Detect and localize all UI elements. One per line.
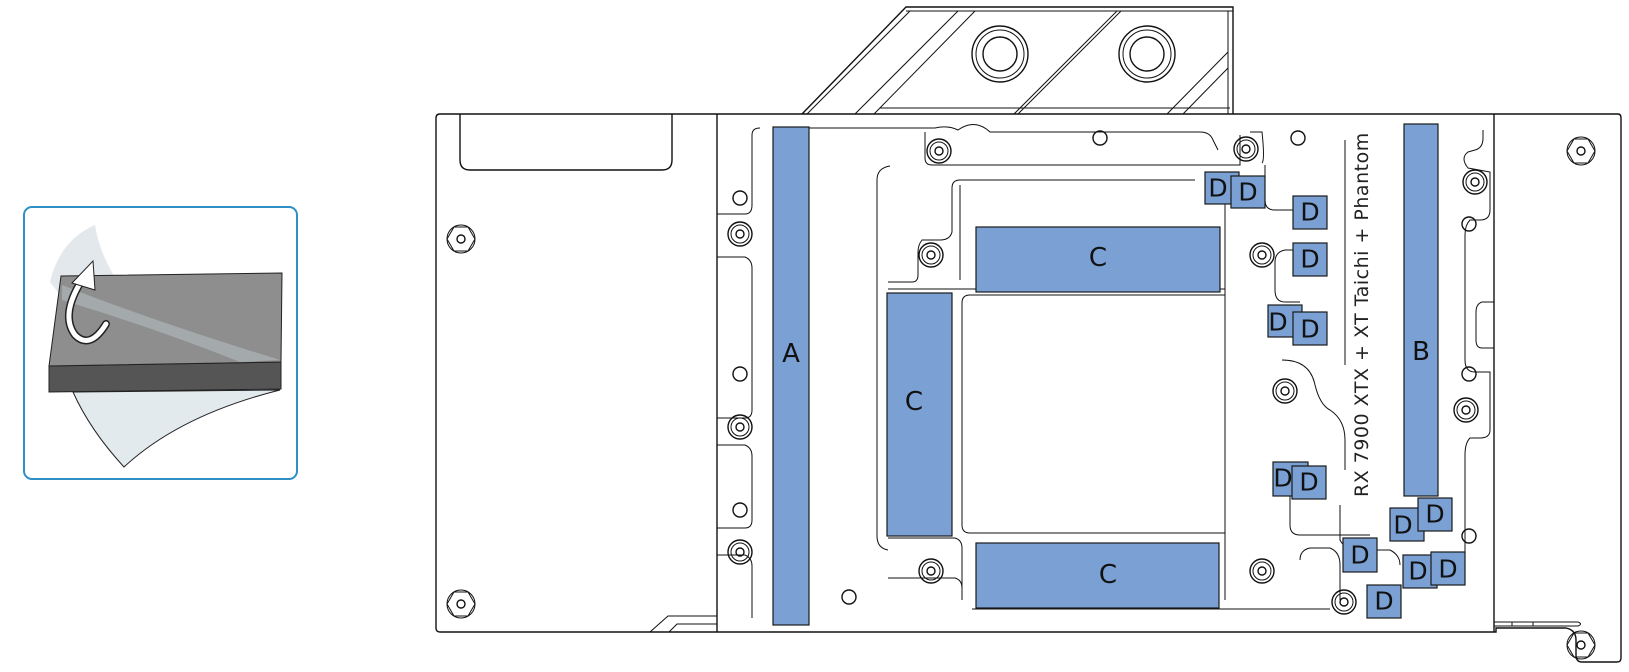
screw-icon xyxy=(918,242,944,268)
thermal-pad-d: D xyxy=(1292,242,1328,277)
screw-icon xyxy=(1453,397,1479,423)
thermal-pad-d: D xyxy=(1342,537,1378,573)
svg-text:D: D xyxy=(1300,198,1319,227)
hex-screw-icon xyxy=(446,589,476,619)
screw-icon xyxy=(1462,169,1488,195)
thermal-pad-d: D xyxy=(1417,497,1453,532)
film-bottom xyxy=(72,389,281,468)
svg-text:D: D xyxy=(1374,587,1393,616)
hole xyxy=(1461,216,1477,232)
thermal-pad-a: A xyxy=(772,126,810,626)
peel-arrow-icon xyxy=(64,259,110,345)
fitting-port-2 xyxy=(1118,25,1176,83)
pad-label-b: B xyxy=(1412,337,1430,367)
svg-text:D: D xyxy=(1273,464,1292,493)
svg-text:D: D xyxy=(1408,557,1427,586)
top-notch xyxy=(459,114,673,171)
thermal-pad-d: D xyxy=(1366,584,1402,619)
screw-icon xyxy=(727,221,753,247)
model-label: RX 7900 XTX + XT Taichi + Phantom xyxy=(1351,132,1373,497)
hex-screw-icon xyxy=(446,224,476,254)
screw-icon xyxy=(1233,136,1259,162)
hole xyxy=(732,190,748,206)
screw-icon xyxy=(1249,242,1275,268)
pad-label-a: A xyxy=(782,339,800,369)
screw-icon xyxy=(727,539,753,565)
thermal-pad-b: B xyxy=(1403,123,1439,497)
screw-icon xyxy=(918,558,944,584)
waterblock-outline xyxy=(435,6,1622,663)
pad-label-c: C xyxy=(1089,243,1107,273)
pad-label-c: C xyxy=(905,387,923,417)
film-top xyxy=(50,225,200,340)
thermal-pad-c-bottom: C xyxy=(975,542,1220,609)
screw-icon xyxy=(727,414,753,440)
fitting-port-1 xyxy=(971,25,1029,83)
svg-text:D: D xyxy=(1268,308,1287,337)
svg-text:D: D xyxy=(1208,174,1227,203)
svg-text:D: D xyxy=(1425,500,1444,529)
film-sheen xyxy=(62,285,280,362)
thermal-pads: A B C C C D D D D D D D D D D D xyxy=(772,123,1466,626)
svg-text:D: D xyxy=(1300,315,1319,344)
hex-screw-icon xyxy=(1566,136,1596,166)
hole xyxy=(841,589,857,605)
hex-screw-icon xyxy=(1566,630,1596,660)
svg-text:D: D xyxy=(1393,511,1412,540)
thermal-pad-d: D xyxy=(1292,195,1328,230)
pad-side xyxy=(48,361,282,393)
screw-icon xyxy=(1331,589,1357,615)
thermal-pad-d: D xyxy=(1230,175,1266,209)
pad-label-c: C xyxy=(1099,560,1117,590)
svg-text:D: D xyxy=(1438,555,1457,584)
hole xyxy=(732,366,748,382)
hole xyxy=(1461,528,1477,544)
hole xyxy=(1092,130,1108,146)
peel-film-inset xyxy=(23,206,298,480)
thermal-pad-c-top: C xyxy=(975,226,1221,293)
svg-text:D: D xyxy=(1238,178,1257,207)
hole xyxy=(1290,130,1306,146)
screw-holes xyxy=(446,130,1596,660)
hole xyxy=(732,502,748,518)
thermal-pad-c-left: C xyxy=(886,292,953,537)
svg-text:D: D xyxy=(1350,541,1369,570)
thermal-pad-d: D xyxy=(1291,465,1327,500)
thermal-pad-d: D xyxy=(1430,551,1466,586)
backplate-outline xyxy=(435,113,1622,663)
screw-icon xyxy=(1272,378,1298,404)
screw-icon xyxy=(1249,558,1275,584)
thermal-pad-d: D xyxy=(1267,304,1303,338)
svg-text:D: D xyxy=(1300,245,1319,274)
terminal-block xyxy=(801,6,1234,115)
hole xyxy=(1461,366,1477,382)
thermal-pad-d: D xyxy=(1292,311,1328,346)
screw-icon xyxy=(926,138,952,164)
svg-text:D: D xyxy=(1299,468,1318,497)
